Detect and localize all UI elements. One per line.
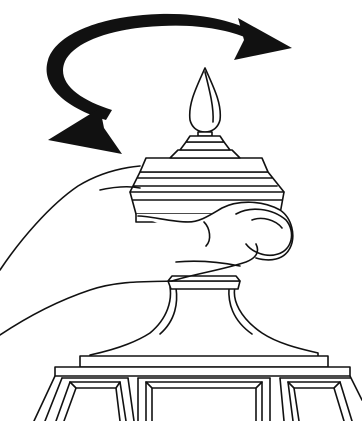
lantern-body-icon xyxy=(34,276,362,421)
rotate-arrow-icon xyxy=(47,14,292,154)
finial-icon xyxy=(186,68,224,142)
